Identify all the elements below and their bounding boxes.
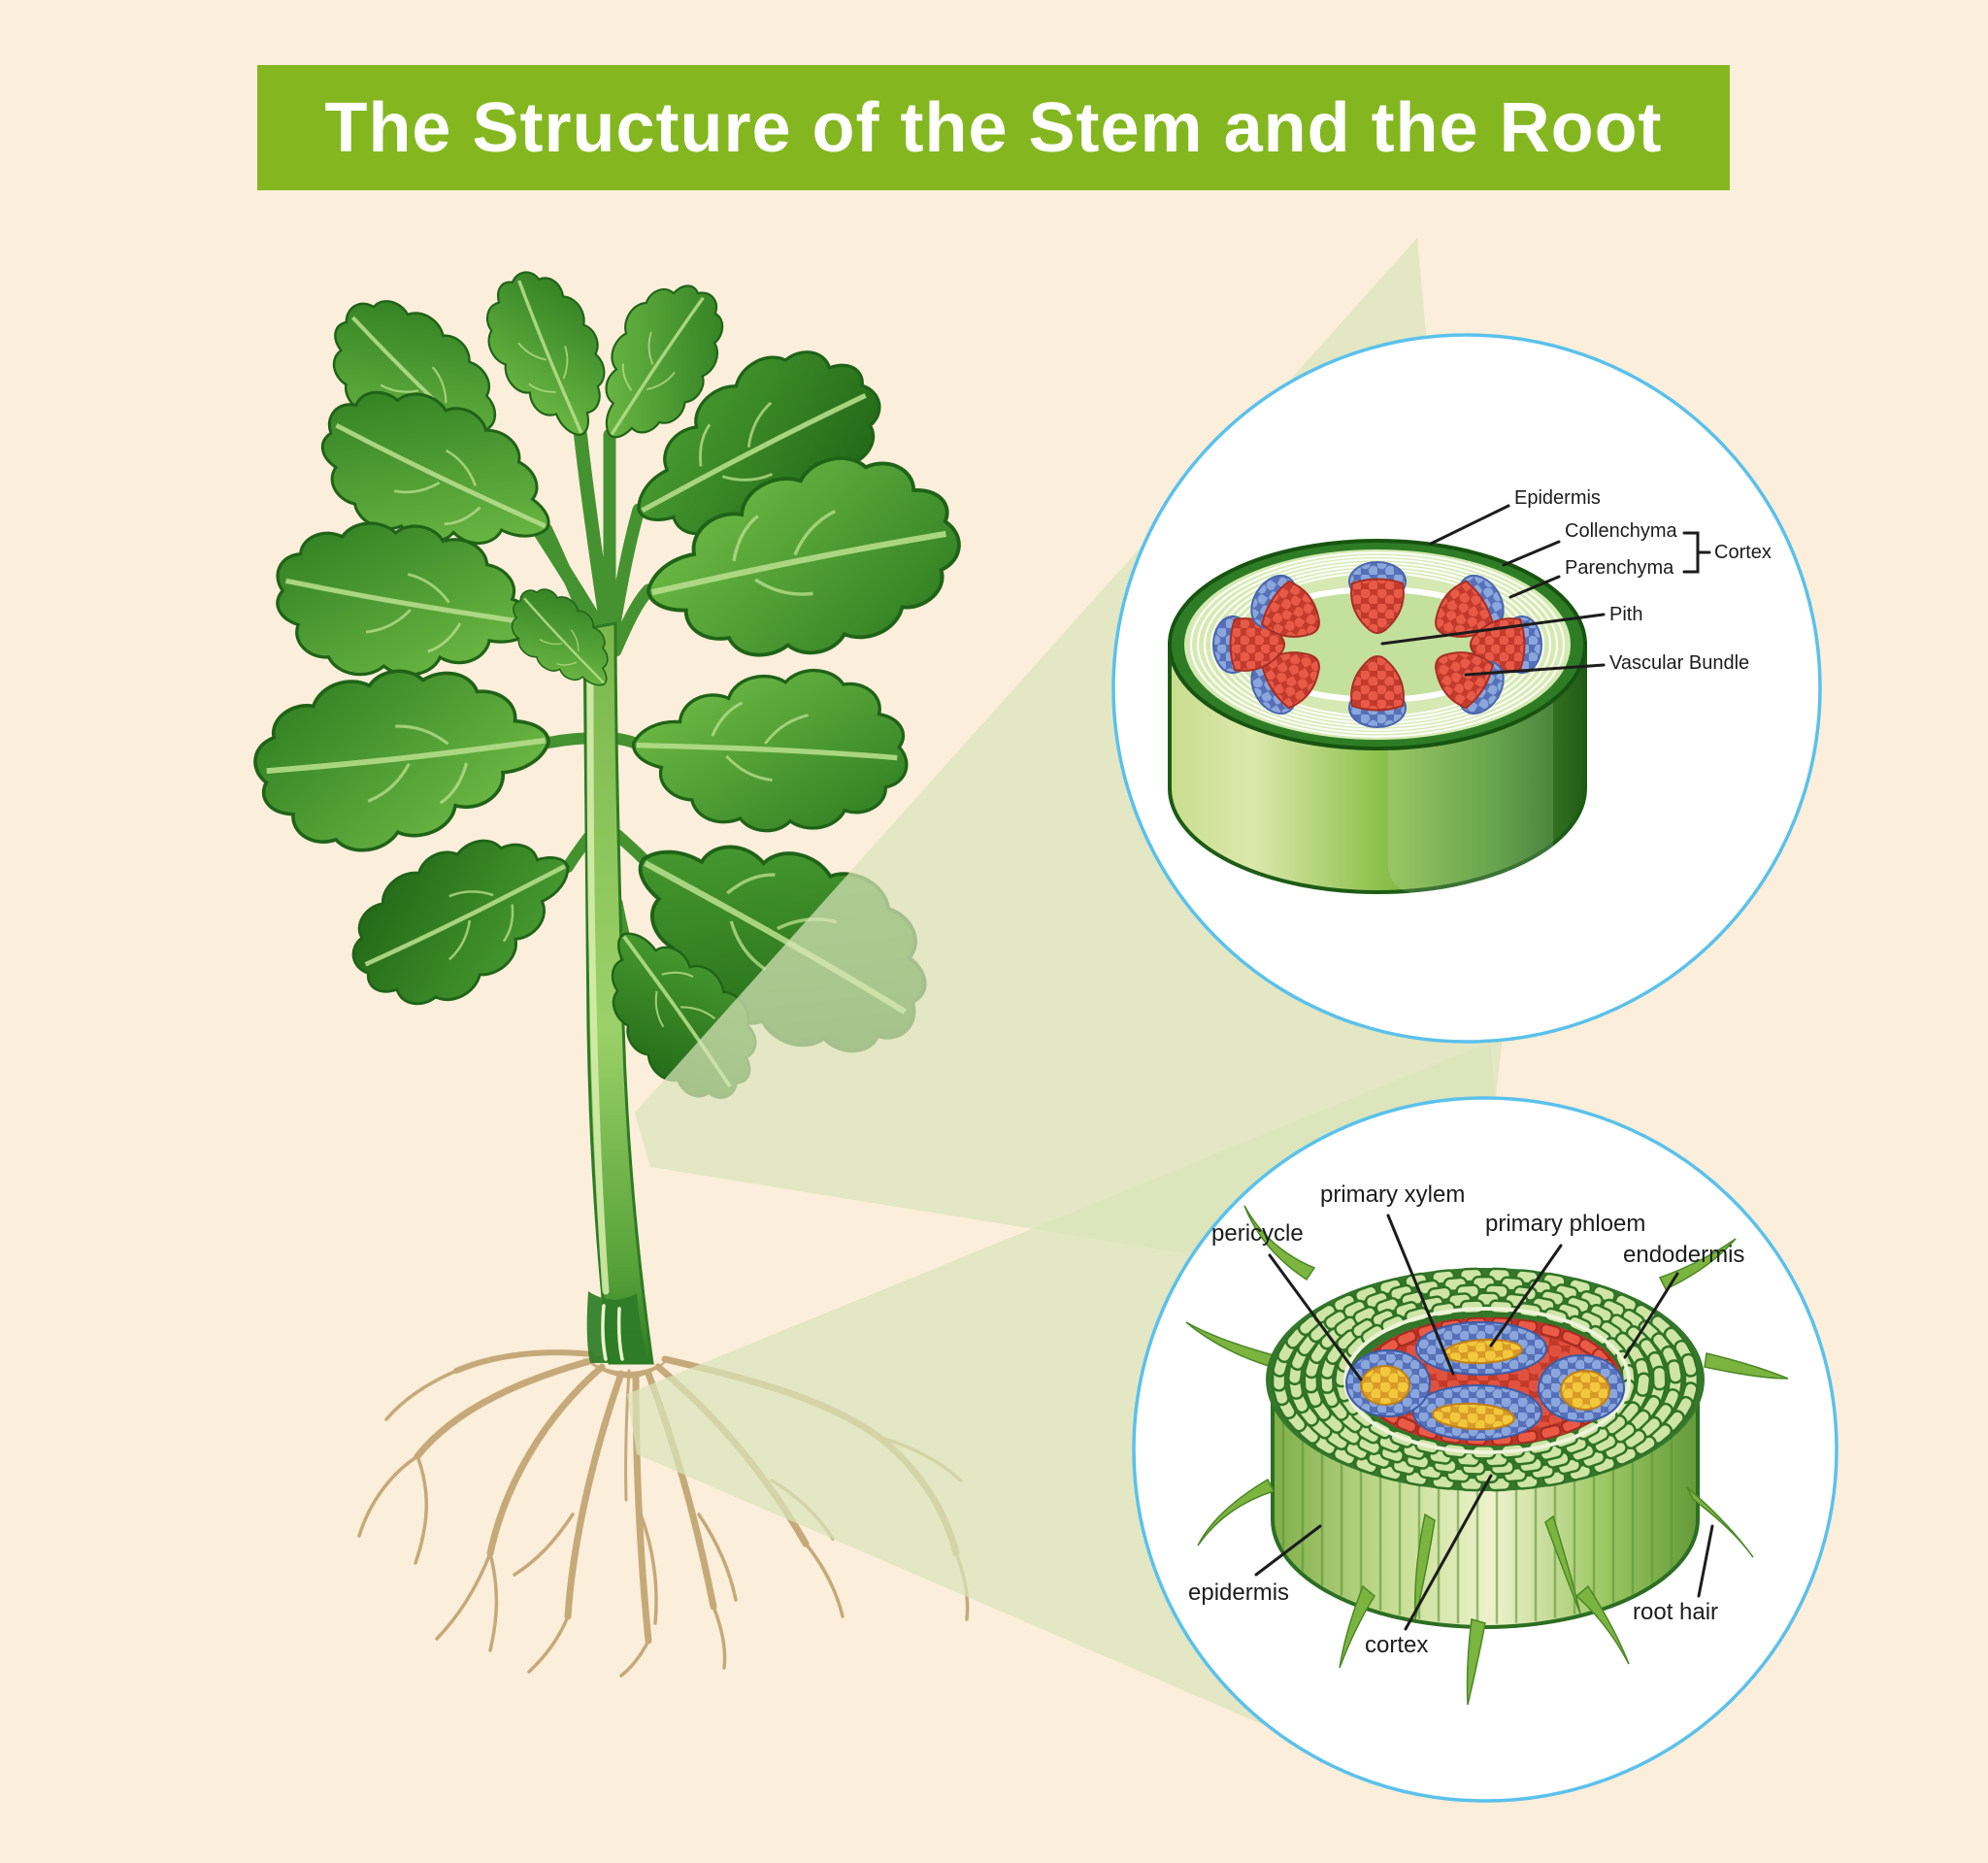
root-side-stripes (1281, 1415, 1673, 1624)
root-xylem-centers (1360, 1338, 1610, 1431)
label-root-pericycle: pericycle (1211, 1220, 1304, 1247)
root-endodermis-ring (1343, 1307, 1631, 1454)
root-cortex-cells (1271, 1267, 1700, 1492)
page-title: The Structure of the Stem and the Root (324, 88, 1663, 167)
label-root-primary-phloem: primary phloem (1485, 1211, 1646, 1237)
label-stem-cortex: Cortex (1714, 542, 1772, 563)
label-root-endodermis: endodermis (1623, 1242, 1745, 1268)
label-root-root-hair: root hair (1633, 1599, 1719, 1625)
stem-vascular-bundles (1212, 561, 1542, 728)
root-pointer-lines (1254, 1214, 1714, 1631)
title-banner: The Structure of the Stem and the Root (257, 65, 1730, 190)
root-cross-section (1185, 1205, 1789, 1706)
label-stem-vascular-bundle: Vascular Bundle (1609, 652, 1750, 674)
label-root-epidermis: epidermis (1188, 1580, 1290, 1606)
root-hairs-front (1197, 1478, 1754, 1706)
label-root-primary-xylem: primary xylem (1320, 1181, 1466, 1208)
label-stem-epidermis: Epidermis (1514, 487, 1601, 509)
label-stem-parenchyma: Parenchyma (1565, 557, 1674, 579)
root-hairs-back (1185, 1205, 1789, 1380)
label-stem-collenchyma: Collenchyma (1565, 520, 1677, 542)
label-root-cortex: cortex (1365, 1632, 1429, 1658)
stem-cross-section (1168, 539, 1587, 894)
label-stem-pith: Pith (1609, 604, 1643, 625)
root-crown (582, 1357, 672, 1379)
stem-pointer-lines (1380, 504, 1711, 677)
